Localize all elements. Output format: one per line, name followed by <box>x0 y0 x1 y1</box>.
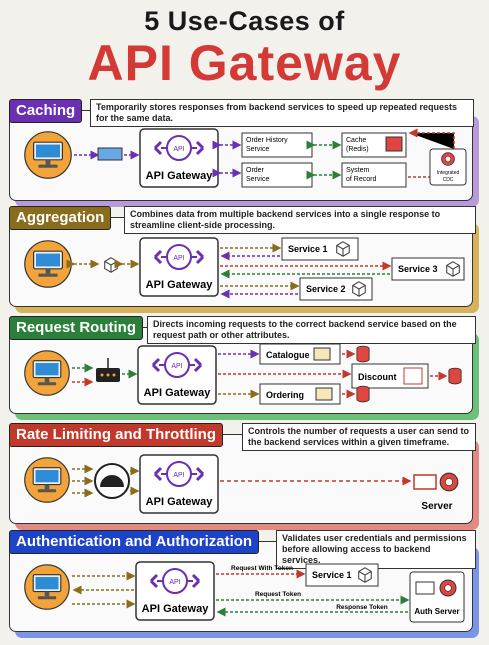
auth-service-1-cube-icon <box>358 567 372 583</box>
client-computer-icon <box>24 457 70 503</box>
gateway-label: API Gateway <box>146 279 214 291</box>
order-history-line1: Order History <box>246 137 288 144</box>
gateway-label: API Gateway <box>144 387 212 399</box>
caching-description: Temporarily stores responses from backen… <box>90 99 474 127</box>
aggregation-tag: Aggregation <box>9 206 112 230</box>
system-of-record-line1: System <box>346 167 370 174</box>
caching-tag: Caching <box>9 99 83 123</box>
request-packet-icon <box>97 147 123 161</box>
client-computer-icon <box>24 350 70 396</box>
server-label: Server <box>421 501 452 512</box>
client-computer-icon <box>24 131 72 179</box>
auth-server-rack-icon <box>415 581 435 595</box>
auth-diagram: API API Gateway Request With Token Servi… <box>24 561 465 623</box>
gateway-label: API Gateway <box>146 496 214 508</box>
cdc-gear-icon <box>441 152 455 166</box>
title-line-1: 5 Use-Cases of <box>144 6 345 36</box>
gateway-label: API Gateway <box>142 603 210 615</box>
ordering-label: Ordering <box>266 390 304 400</box>
gateway-logo-text: API <box>171 363 182 370</box>
aggregation-description: Combines data from multiple backend serv… <box>124 206 476 234</box>
response-token-label: Response Token <box>336 604 388 611</box>
gateway-logo-text: API <box>173 472 184 479</box>
service-1-cube-icon <box>336 241 350 257</box>
catalogue-db-icon <box>356 345 370 363</box>
discount-icon <box>403 367 423 385</box>
ordering-icon <box>315 387 333 401</box>
server-gear-icon <box>439 472 459 492</box>
rate-panel: Rate Limiting and Throttling Controls th… <box>9 423 476 524</box>
auth-service-1-box <box>305 563 379 587</box>
service-2-cube-icon <box>352 281 366 297</box>
catalogue-book-icon <box>313 347 331 361</box>
service-3-label: Service 3 <box>398 264 438 274</box>
title-line-2: API Gateway <box>87 35 402 91</box>
order-service-line1: Order <box>246 167 265 174</box>
client-computer-icon <box>24 564 70 610</box>
auth-service-1-label: Service 1 <box>312 570 352 580</box>
auth-server-label: Auth Server <box>414 607 459 616</box>
discount-db-icon <box>448 367 462 385</box>
auth-tag: Authentication and Authorization <box>9 530 260 554</box>
gateway-logo-text: API <box>173 146 184 153</box>
cache-line1: Cache <box>346 137 366 144</box>
auth-description: Validates user credentials and permissio… <box>276 530 476 569</box>
service-3-cube-icon <box>446 261 460 277</box>
data-cubes-icon <box>104 257 118 273</box>
aggregation-panel: Aggregation Combines data from multiple … <box>9 206 476 307</box>
client-computer-icon <box>24 240 72 288</box>
gateway-label: API Gateway <box>146 170 214 182</box>
caching-diagram: API API Gateway Order History Service Or… <box>24 128 467 188</box>
cdc-line2: CDC <box>443 177 454 183</box>
redis-icon <box>385 136 403 152</box>
service-2-box <box>299 277 373 301</box>
request-token-label: Request Token <box>255 591 301 598</box>
gateway-logo-text: API <box>169 579 180 586</box>
ordering-db-icon <box>356 385 370 403</box>
service-2-label: Service 2 <box>306 284 346 294</box>
server-rack-icon <box>413 474 437 490</box>
routing-tag: Request Routing <box>9 316 143 340</box>
cache-line2: (Redis) <box>346 146 369 153</box>
cdc-line1: Integrated <box>437 170 460 176</box>
routing-panel: Request Routing Directs incoming request… <box>9 316 476 414</box>
gateway-logo-text: API <box>173 255 184 262</box>
integrated-cdc-box <box>429 148 467 186</box>
caching-panel: Caching Temporarily stores responses fro… <box>9 99 474 201</box>
catalogue-label: Catalogue <box>266 350 310 360</box>
routing-description: Directs incoming requests to the correct… <box>147 316 476 344</box>
auth-server-gear-icon <box>439 579 457 597</box>
rate-diagram: API API Gateway Server <box>24 454 459 514</box>
rate-tag: Rate Limiting and Throttling <box>9 423 223 447</box>
order-service-line2: Service <box>246 176 269 183</box>
routing-diagram: API API Gateway Catalogue Discount Order… <box>24 343 462 405</box>
request-with-token-label: Request With Token <box>231 565 293 572</box>
order-history-line2: Service <box>246 146 269 153</box>
auth-panel: Authentication and Authorization Validat… <box>9 530 476 632</box>
discount-label: Discount <box>358 372 397 382</box>
aggregation-diagram: API API Gateway Service 1 Service 3 Serv… <box>24 237 465 301</box>
service-3-box <box>391 257 465 281</box>
system-of-record-box <box>341 162 407 188</box>
rate-description: Controls the number of requests a user c… <box>242 423 476 451</box>
system-of-record-line2: of Record <box>346 176 376 183</box>
service-1-label: Service 1 <box>288 244 328 254</box>
